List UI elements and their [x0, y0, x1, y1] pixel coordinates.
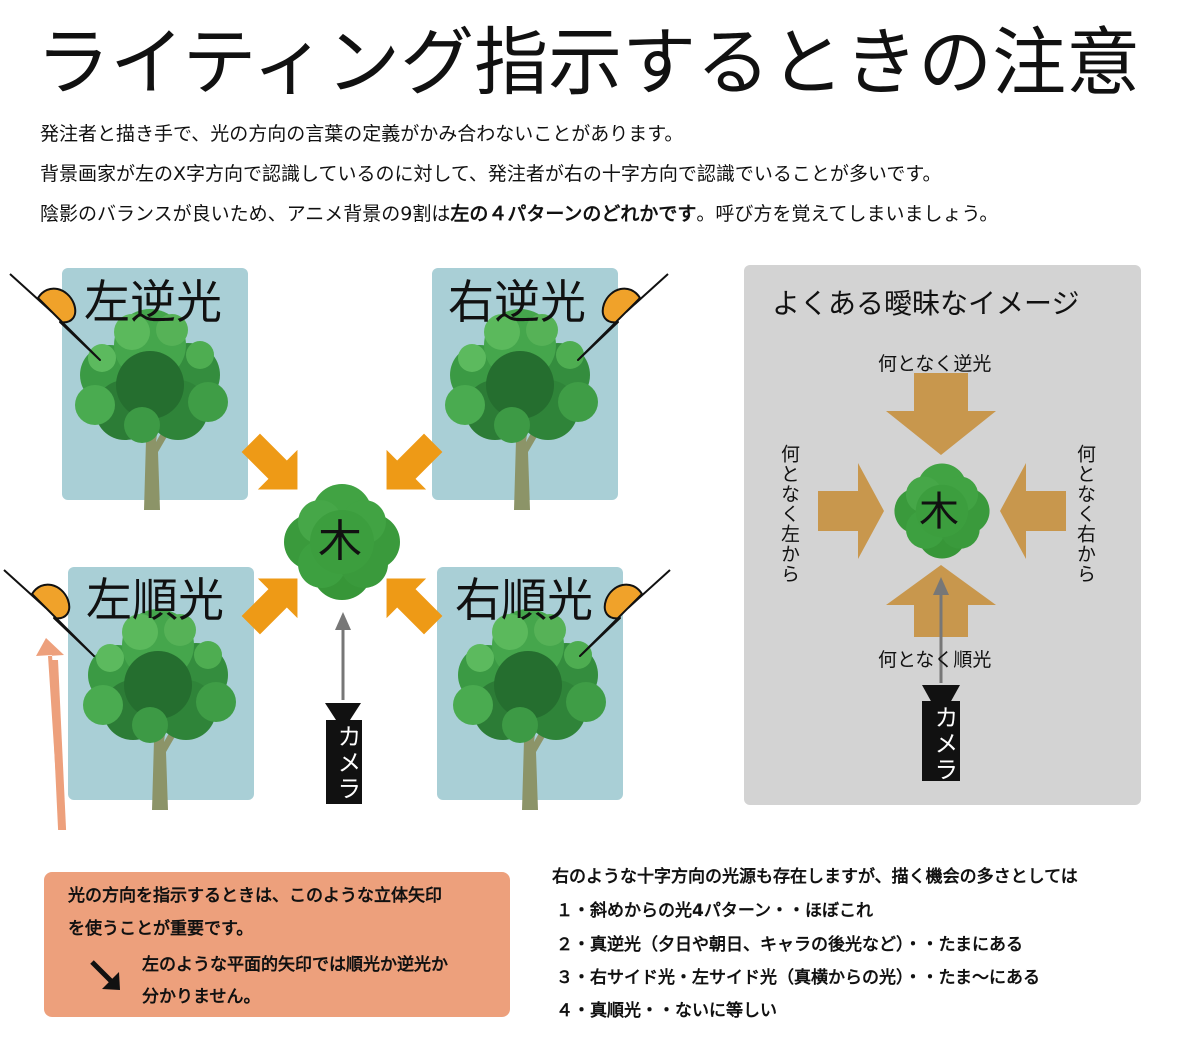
note-box	[44, 872, 510, 1017]
ambiguous-diagram	[818, 373, 1066, 781]
arrow-top-left	[241, 433, 298, 490]
note-line-4: 分かりません。	[142, 987, 261, 1007]
ambiguous-bottom-label: 何となく順光	[878, 649, 992, 671]
label-bottom-left: 左順光	[86, 573, 224, 627]
lighting-diagram	[3, 268, 671, 830]
ambiguous-arrow-right	[1000, 463, 1066, 559]
ambiguous-arrow-left	[818, 463, 884, 559]
list-item-4: ４・真順光・・ないに等しい	[556, 1001, 777, 1021]
intro-line-2: 背景画家が左のX字方向で認識しているのに対して、発注者が右の十字方向で認識でいる…	[40, 163, 942, 185]
list-item-1: １・斜めからの光4パターン・・ほぼこれ	[556, 901, 873, 921]
ambiguous-right-label: 何となく右から	[1074, 444, 1096, 584]
ambiguous-arrow-top	[886, 373, 996, 455]
arrow-top-right	[386, 433, 443, 490]
page-title: ライティング指示するときの注意	[36, 20, 1141, 106]
arrow-bottom-right	[386, 578, 443, 635]
arrow-bottom-left	[241, 578, 298, 635]
note-line-2: を使うことが重要です。	[68, 919, 254, 939]
ambiguous-camera-body	[922, 701, 960, 781]
intro-line-1: 発注者と描き手で、光の方向の言葉の定義がかみ合わないことがあります。	[40, 123, 684, 145]
intro-line-3-end: 。呼び方を覚えてしまいましょう。	[696, 203, 999, 225]
note-line-3: 左のような平面的矢印では順光か逆光か	[142, 955, 448, 975]
camera-body	[326, 720, 362, 804]
note-line-1: 光の方向を指示するときは、このような立体矢印	[68, 886, 442, 906]
ambiguous-left-label: 何となく左から	[778, 444, 800, 584]
ambiguous-camera-label: カメラ	[930, 705, 958, 783]
label-bottom-right: 右順光	[455, 573, 593, 627]
list-item-2: ２・真逆光（夕日や朝日、キャラの後光など）・・たまにある	[556, 935, 1023, 955]
ambiguous-top-label: 何となく逆光	[878, 353, 992, 375]
ambiguous-tree-label: 木	[919, 489, 959, 535]
intro-line-3-start: 陰影のバランスが良いため、アニメ背景の9割は	[40, 203, 451, 225]
intro-line-3: 陰影のバランスが良いため、アニメ背景の9割は左の４パターンのどれかです。呼び方を…	[40, 202, 998, 226]
camera-label: カメラ	[333, 724, 361, 802]
label-top-left: 左逆光	[84, 275, 222, 329]
label-top-right: 右逆光	[448, 275, 586, 329]
flat-arrow-icon	[90, 960, 120, 990]
camera-lens-icon	[325, 703, 361, 720]
intro-line-3-emphasis: 左の４パターンのどれかです	[450, 203, 697, 225]
center-tree-label: 木	[318, 516, 362, 567]
list-item-3: ３・右サイド光・左サイド光（真横からの光）・・たま～にある	[556, 968, 1040, 988]
ambiguous-title: よくある曖昧なイメージ	[772, 287, 1080, 320]
camera-view-arrowhead	[335, 612, 351, 630]
list-heading: 右のような十字方向の光源も存在しますが、描く機会の多さとしては	[552, 867, 1078, 887]
ambiguous-camera-lens-icon	[922, 685, 960, 703]
ambiguous-camera-arrowhead	[933, 577, 949, 595]
